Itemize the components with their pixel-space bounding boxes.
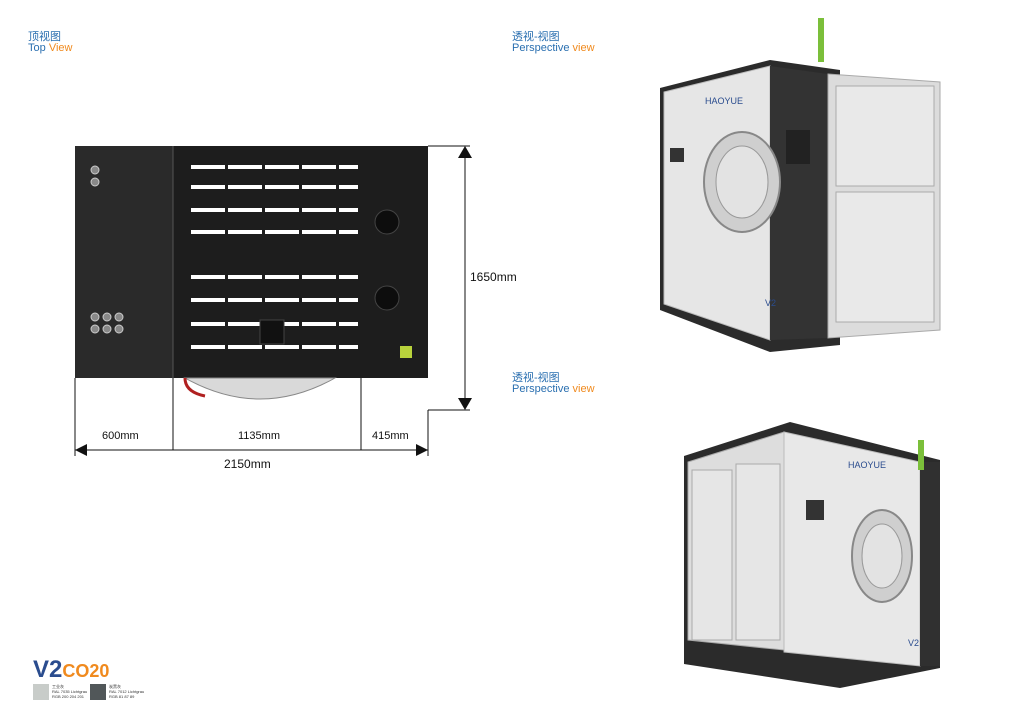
top-view-label-en-1: Top <box>28 42 46 54</box>
dim-total: 2150mm <box>224 457 271 471</box>
persp1-brand-text: HAOYUE <box>705 96 743 106</box>
top-view-label-cn: 顶视图 <box>28 31 61 43</box>
swatch2-ral: RAL 7012 Lichtgrau <box>109 689 145 694</box>
dim-seg2: 1135mm <box>238 430 280 442</box>
dim-height: 1650mm <box>470 270 517 284</box>
dim-seg3: 415mm <box>372 430 409 442</box>
persp1-label-cn: 透视-视图 <box>512 31 560 43</box>
top-view-label-en-2: View <box>48 42 73 54</box>
swatch1-text: 工业灰 RAL 7035 Lichtgrau RGB 200 204 201 <box>52 684 87 699</box>
dimension-arrows <box>75 146 472 456</box>
persp1-label-en: Perspective view <box>512 42 595 54</box>
persp1-badge: V2 <box>765 298 776 308</box>
swatch2-text: 炭黑灰 RAL 7012 Lichtgrau RGB 81 87 89 <box>109 684 144 699</box>
swatch1-ral: RAL 7035 Lichtgrau <box>52 689 88 694</box>
swatch1-name: 工业灰 <box>52 684 64 689</box>
persp2-badge: V2 <box>908 638 919 648</box>
swatch2-rgb: RGB 81 87 89 <box>109 694 135 699</box>
persp1-label-en-1: Perspective <box>512 42 570 54</box>
persp2-brand-text: HAOYUE <box>848 460 886 470</box>
perspective-machine-2: HAOYUE V2 <box>684 422 940 688</box>
persp1-label-en-2: view <box>572 42 595 54</box>
swatch-light-gray <box>33 684 49 700</box>
persp2-label-en-1: Perspective <box>512 383 570 395</box>
perspective-machine-1: HAOYUE V2 <box>660 18 941 352</box>
persp2-label-en-2: view <box>572 383 595 395</box>
top-view-machine <box>75 146 428 400</box>
logo-co: CO20 <box>62 661 110 681</box>
persp2-label-cn: 透视-视图 <box>512 372 560 384</box>
ports <box>90 165 124 334</box>
color-logo: V2CO20 <box>33 656 109 684</box>
dim-seg1: 600mm <box>102 430 139 442</box>
top-view-label-en: Top View <box>28 42 72 54</box>
swatch-dark-gray <box>90 684 106 700</box>
logo-v: V2 <box>33 656 63 683</box>
dimension-lines <box>74 145 470 456</box>
persp2-label-en: Perspective view <box>512 383 595 395</box>
swatch2-name: 炭黑灰 <box>109 684 121 689</box>
swatch1-rgb: RGB 200 204 201 <box>52 694 85 699</box>
